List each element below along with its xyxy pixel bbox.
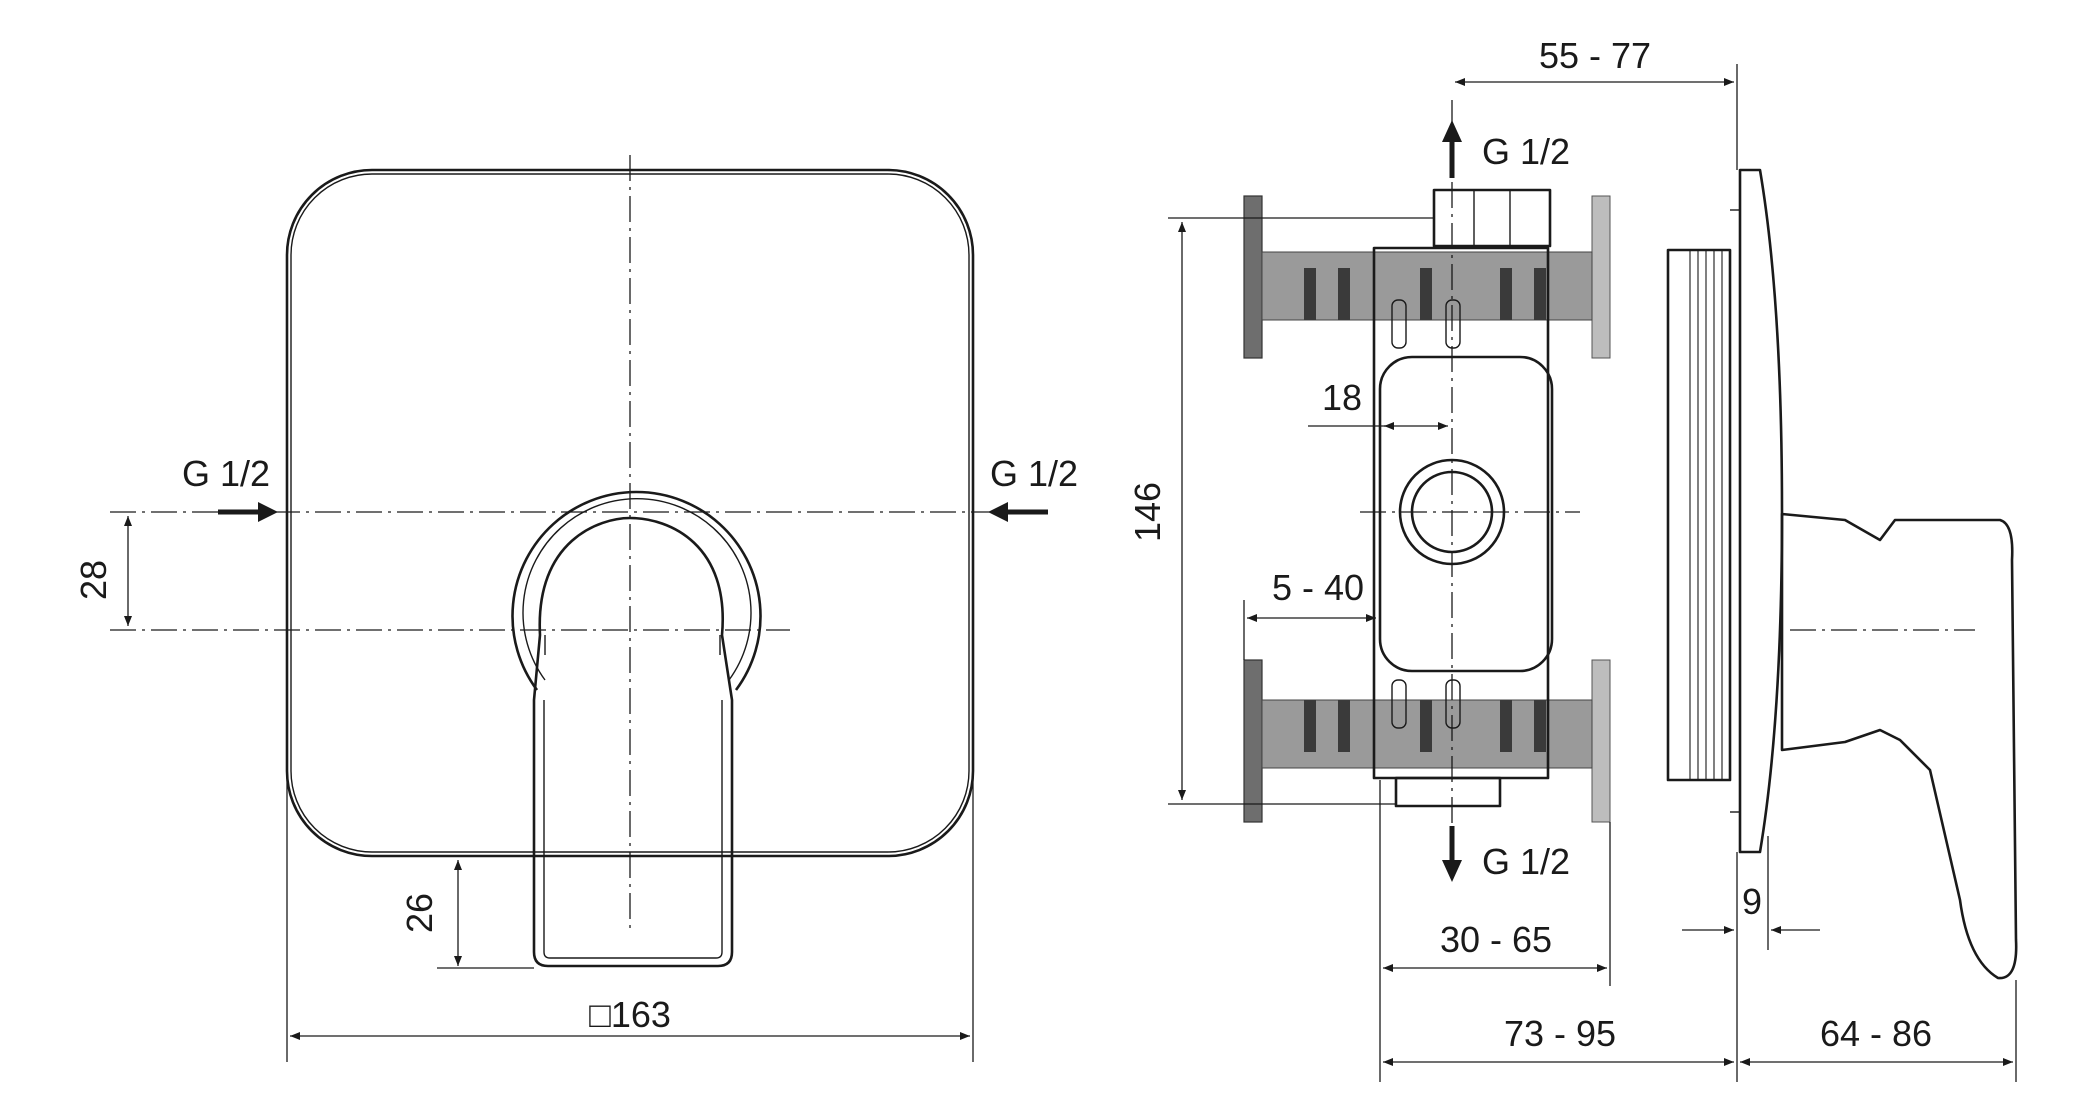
handle-escutcheon [511, 490, 762, 691]
thread-lines [1689, 250, 1723, 780]
threaded-body [1666, 248, 1732, 782]
dim-28-label: 28 [73, 560, 114, 600]
inlet-left-label: G 1/2 [182, 453, 270, 494]
outlet-top-label: G 1/2 [1482, 131, 1570, 172]
dim-5-40-label: 5 - 40 [1272, 567, 1364, 608]
pipe-slots [1304, 268, 1546, 752]
dim-64-86-label: 64 - 86 [1820, 1013, 1932, 1054]
handle-lever-inner [543, 700, 723, 959]
flange-bottom-right [1591, 659, 1611, 823]
dim-30-65-label: 30 - 65 [1440, 919, 1552, 960]
handle-lever [532, 516, 734, 968]
handle-escutcheon-inner [522, 498, 752, 681]
flange-top-left [1243, 195, 1263, 359]
bottom-nut [1394, 776, 1502, 808]
side-view: G 1/2 G 1/2 55 - 77 146 18 5 - 40 30 - 6… [1127, 35, 2018, 1082]
body-slots [1391, 299, 1461, 729]
front-view: G 1/2 G 1/2 28 26 □163 [73, 155, 1078, 1062]
handle-side [1780, 512, 2018, 980]
inlet-right-label: G 1/2 [990, 453, 1078, 494]
cover-plate-side [1738, 168, 1784, 854]
dim-55-77-label: 55 - 77 [1539, 35, 1651, 76]
dim-26-label: 26 [399, 893, 440, 933]
dim-18-label: 18 [1322, 377, 1362, 418]
dim-146-label: 146 [1127, 482, 1168, 542]
dim-9-label: 9 [1742, 881, 1762, 922]
dim-163-label: □163 [589, 994, 671, 1035]
flange-top-right [1591, 195, 1611, 359]
valve-body-inner [1378, 355, 1554, 673]
outlet-bottom-label: G 1/2 [1482, 841, 1570, 882]
dim-73-95-label: 73 - 95 [1504, 1013, 1616, 1054]
flange-bottom-left [1243, 659, 1263, 823]
